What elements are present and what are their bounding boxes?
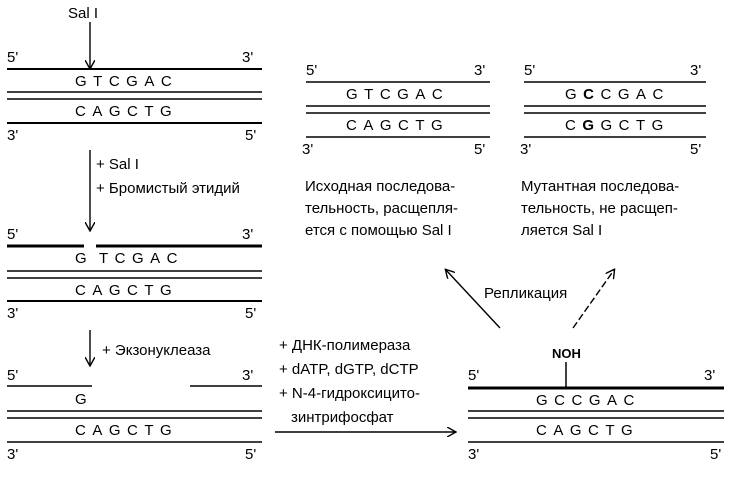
arrow3-label-4: зинтрифосфат: [291, 409, 394, 426]
step1-five-prime-bottom: 5': [245, 127, 257, 144]
step4-three-prime-bottom: 3': [468, 446, 480, 463]
step2-five-prime-top: 5': [7, 226, 19, 243]
step1-five-prime-top: 5': [7, 49, 19, 66]
arrow1-label-2: + Бромистый этидий: [96, 180, 240, 197]
step3-three-prime-top: 3': [242, 367, 254, 384]
step4-five-prime-top: 5': [468, 367, 480, 384]
mutant-bottom-rest: GCTG: [600, 117, 670, 134]
step1-dna: [7, 22, 262, 124]
mutant-top-mutated-c: C: [583, 86, 601, 103]
arrow3-label-1: + ДНК-полимераза: [279, 337, 411, 354]
step3-three-prime-bottom: 3': [7, 446, 19, 463]
step2-five-prime-bottom: 5': [245, 305, 257, 322]
arrow3-label-3: + N-4-гидроксицито-: [279, 385, 420, 402]
step2-bottom-sequence: CAGCTG: [75, 282, 179, 299]
replication-arrow-left: [446, 270, 501, 329]
step4-three-prime-top: 3': [704, 367, 716, 384]
arrow1-label-1: + Sal I: [96, 156, 139, 173]
mutant-five-prime-bottom: 5': [690, 141, 702, 158]
arrow2-label: + Экзонуклеаза: [102, 342, 211, 359]
step4-five-prime-bottom: 5': [710, 446, 722, 463]
step3-five-prime-top: 5': [7, 367, 19, 384]
original-three-prime-bottom: 3': [302, 141, 314, 158]
original-bottom-sequence: CAGCTG: [346, 117, 450, 134]
mutant-three-prime-bottom: 3': [520, 141, 532, 158]
step2-three-prime-top: 3': [242, 226, 254, 243]
mutant-top-g: G: [565, 86, 584, 103]
step1-top-sequence: GTCGAC: [75, 73, 179, 90]
step1-three-prime-bottom: 3': [7, 127, 19, 144]
step3-top-sequence: G: [75, 391, 94, 408]
original-caption: Исходная последова- тельность, расщепля-…: [305, 178, 458, 239]
original-three-prime-top: 3': [474, 62, 486, 79]
noh-modification: NOH: [552, 346, 581, 361]
mutant-top-sequence: GCCGAC: [565, 87, 670, 102]
mutant-bottom-mutated-g: G: [582, 117, 601, 134]
step4-bottom-sequence: CAGCTG: [536, 422, 640, 439]
replication-arrow-right: [572, 270, 614, 329]
mutant-five-prime-top: 5': [524, 62, 536, 79]
original-top-sequence: GTCGAC: [346, 86, 450, 103]
step3-bottom-sequence: CAGCTG: [75, 422, 179, 439]
step1-bottom-sequence: CAGCTG: [75, 103, 179, 120]
mutant-bottom-c: C: [565, 117, 583, 134]
original-dna: [306, 81, 490, 138]
step3-dna: [7, 385, 262, 443]
step4-top-sequence: GCCGAC: [536, 392, 641, 409]
step3-five-prime-bottom: 5': [245, 446, 257, 463]
step2-dna: [7, 244, 262, 302]
mutant-caption: Мутантная последова- тельность, не расще…: [521, 178, 680, 239]
step2-top-g: G: [75, 250, 94, 267]
step2-top-rest: TCGAC: [99, 250, 184, 267]
step2-three-prime-bottom: 3': [7, 305, 19, 322]
mutant-top-rest: CGAC: [600, 86, 670, 103]
mutant-three-prime-top: 3': [690, 62, 702, 79]
mutant-dna: [524, 81, 706, 138]
replication-label: Репликация: [484, 285, 568, 302]
step4-dna: [468, 362, 724, 443]
arrow3-label-2: + dATP, dGTP, dCTP: [279, 361, 419, 378]
mutant-bottom-sequence: CGGCTG: [565, 118, 670, 133]
enzyme-label: Sal I: [68, 5, 99, 22]
original-five-prime-top: 5': [306, 62, 318, 79]
step1-three-prime-top: 3': [242, 49, 254, 66]
original-five-prime-bottom: 5': [474, 141, 486, 158]
